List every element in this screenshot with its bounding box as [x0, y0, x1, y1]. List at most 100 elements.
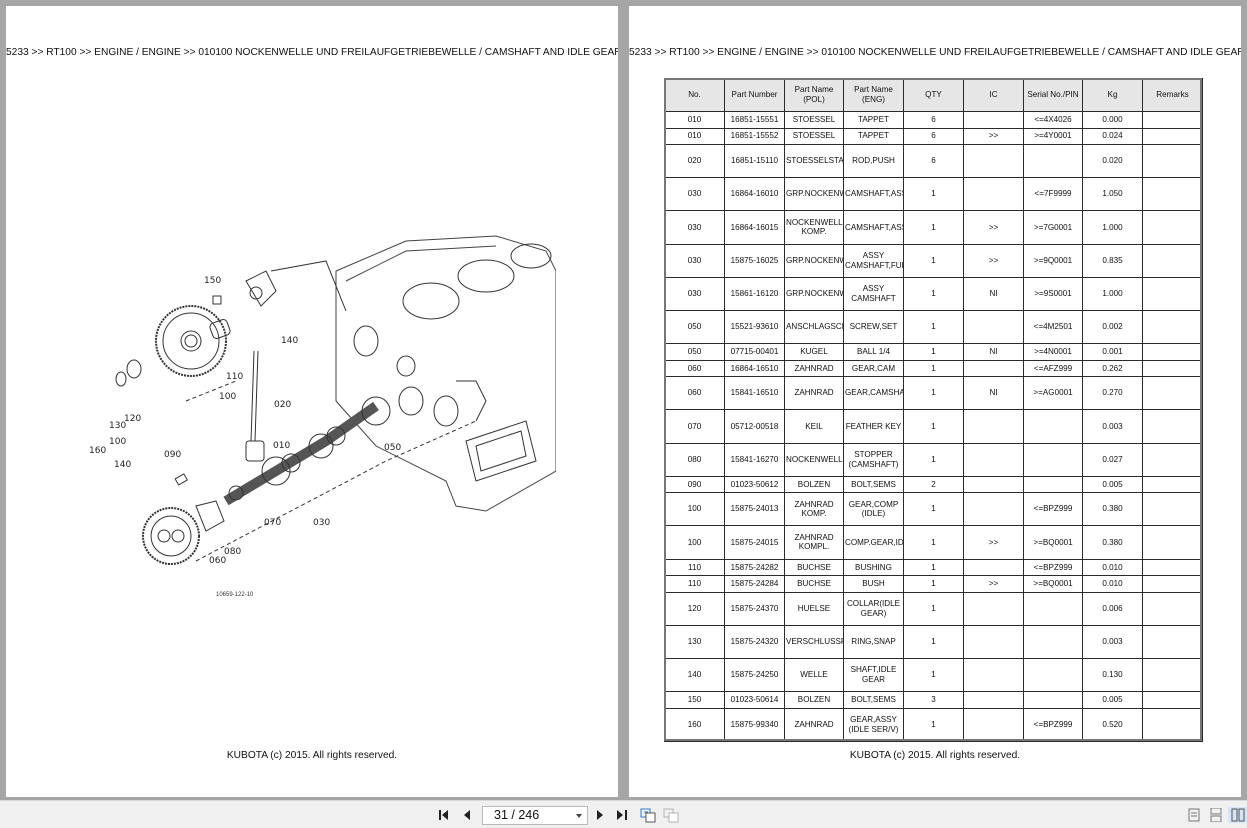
- cell-kg: 0.262: [1082, 359, 1143, 378]
- cell-no: 110: [664, 575, 725, 593]
- cell-ic: [963, 143, 1024, 179]
- cell-part-name-eng: GEAR,CAM: [843, 359, 904, 378]
- cell-part-name-eng: FEATHER KEY: [843, 409, 904, 444]
- cell-part-number: 16851-15110: [724, 143, 785, 179]
- previous-page-button[interactable]: [459, 807, 475, 823]
- next-page-button[interactable]: [592, 807, 608, 823]
- cell-ic: [963, 359, 1024, 378]
- cell-qty: 1: [903, 210, 964, 245]
- cell-qty: 1: [903, 177, 964, 212]
- cell-part-name-eng: ASSY CAMSHAFT: [843, 276, 904, 311]
- cell-serial: <=BPZ999: [1023, 707, 1083, 742]
- first-page-icon: [439, 810, 448, 820]
- cell-kg: 0.380: [1082, 492, 1143, 527]
- cell-part-number: 05712-00518: [724, 409, 785, 444]
- cell-serial: [1023, 691, 1083, 709]
- table-row: 05015521-93610ANSCHLAGSCHRAUBESCREW,SET1…: [664, 309, 1203, 345]
- cell-remarks: [1142, 707, 1203, 742]
- cell-qty: 1: [903, 276, 964, 311]
- cell-part-name-eng: GEAR,COMP (IDLE): [843, 492, 904, 527]
- cell-ic: [963, 558, 1024, 577]
- cell-serial: >=7G0001: [1023, 210, 1083, 245]
- last-page-icon: [617, 810, 627, 820]
- table-row: 08015841-16270NOCKENWELLENSPERRPLATTESTO…: [664, 442, 1203, 477]
- cell-no: 100: [664, 525, 725, 560]
- cell-part-number: 15875-24284: [724, 575, 785, 593]
- cell-serial: [1023, 442, 1083, 477]
- cell-no: 070: [664, 409, 725, 444]
- last-page-button[interactable]: [614, 807, 630, 823]
- cell-part-name-pol: BOLZEN: [784, 475, 844, 494]
- cell-no: 020: [664, 143, 725, 179]
- cell-kg: 0.270: [1082, 376, 1143, 411]
- cell-part-name-pol: ZAHNRAD: [784, 359, 844, 378]
- cell-kg: 1.050: [1082, 177, 1143, 212]
- cell-part-number: 01023-50612: [724, 475, 785, 494]
- col-header-part-name-pol: Part Name (POL): [784, 78, 844, 112]
- cell-no: 130: [664, 624, 725, 659]
- cell-ic: [963, 475, 1024, 494]
- cell-ic: NI: [963, 343, 1024, 361]
- cell-no: 150: [664, 691, 725, 709]
- cell-qty: 1: [903, 492, 964, 527]
- cell-remarks: [1142, 624, 1203, 659]
- cell-part-name-eng: BOLT,SEMS: [843, 475, 904, 494]
- col-header-qty: QTY: [903, 78, 964, 112]
- page-left: 5233 >> RT100 >> ENGINE / ENGINE >> 0101…: [6, 6, 618, 797]
- cell-kg: 1.000: [1082, 210, 1143, 245]
- cell-ic: [963, 657, 1024, 693]
- cell-qty: 1: [903, 657, 964, 693]
- cell-part-name-pol: KUGEL: [784, 343, 844, 361]
- cell-part-name-eng: GEAR,CAMSHAFT: [843, 376, 904, 411]
- cell-part-name-pol: NOCKENWELLENSPERRPLATTE: [784, 442, 844, 477]
- cell-no: 060: [664, 359, 725, 378]
- cell-remarks: [1142, 575, 1203, 593]
- single-page-view-button[interactable]: [1186, 807, 1202, 823]
- cell-part-number: 15875-24282: [724, 558, 785, 577]
- table-header-row: No. Part Number Part Name (POL) Part Nam…: [664, 78, 1203, 112]
- cell-ic: NI: [963, 276, 1024, 311]
- cell-ic: >>: [963, 525, 1024, 560]
- continuous-view-button[interactable]: [1208, 807, 1224, 823]
- cell-part-number: 15875-24250: [724, 657, 785, 693]
- document-viewer[interactable]: 5233 >> RT100 >> ENGINE / ENGINE >> 0101…: [0, 0, 1247, 800]
- cell-qty: 1: [903, 409, 964, 444]
- cell-part-name-eng: COLLAR(IDLE GEAR): [843, 591, 904, 626]
- cell-part-number: 15841-16510: [724, 376, 785, 411]
- svg-text:130: 130: [109, 421, 126, 431]
- cell-kg: 0.001: [1082, 343, 1143, 361]
- single-page-view-icon: [1188, 808, 1200, 822]
- cell-no: 110: [664, 558, 725, 577]
- cell-part-name-eng: CAMSHAFT,ASSY: [843, 177, 904, 212]
- first-page-button[interactable]: [437, 807, 453, 823]
- cell-part-name-eng: COMP.GEAR,IDLE: [843, 525, 904, 560]
- cell-no: 030: [664, 210, 725, 245]
- cell-part-number: 15875-24015: [724, 525, 785, 560]
- go-back-view-button[interactable]: [640, 807, 656, 823]
- cell-ic: [963, 591, 1024, 626]
- cell-qty: 6: [903, 127, 964, 145]
- cell-remarks: [1142, 492, 1203, 527]
- cell-ic: [963, 309, 1024, 345]
- cell-remarks: [1142, 343, 1203, 361]
- cell-part-number: 16864-16010: [724, 177, 785, 212]
- svg-text:160: 160: [89, 446, 106, 456]
- page-number-select[interactable]: 31 / 246: [482, 806, 588, 825]
- cell-kg: 0.380: [1082, 525, 1143, 560]
- cell-serial: <=AFZ999: [1023, 359, 1083, 378]
- cell-part-name-eng: SCREW,SET: [843, 309, 904, 345]
- cell-serial: <=4M2501: [1023, 309, 1083, 345]
- go-forward-view-button[interactable]: [663, 807, 679, 823]
- cell-qty: 1: [903, 343, 964, 361]
- viewer-toolbar: 31 / 246: [0, 800, 1247, 828]
- cell-remarks: [1142, 243, 1203, 278]
- svg-text:150: 150: [204, 276, 221, 286]
- cell-kg: 0.010: [1082, 575, 1143, 593]
- cell-qty: 1: [903, 359, 964, 378]
- two-page-view-button[interactable]: [1228, 807, 1247, 823]
- cell-remarks: [1142, 177, 1203, 212]
- cell-part-number: 15875-24013: [724, 492, 785, 527]
- cell-kg: 0.020: [1082, 143, 1143, 179]
